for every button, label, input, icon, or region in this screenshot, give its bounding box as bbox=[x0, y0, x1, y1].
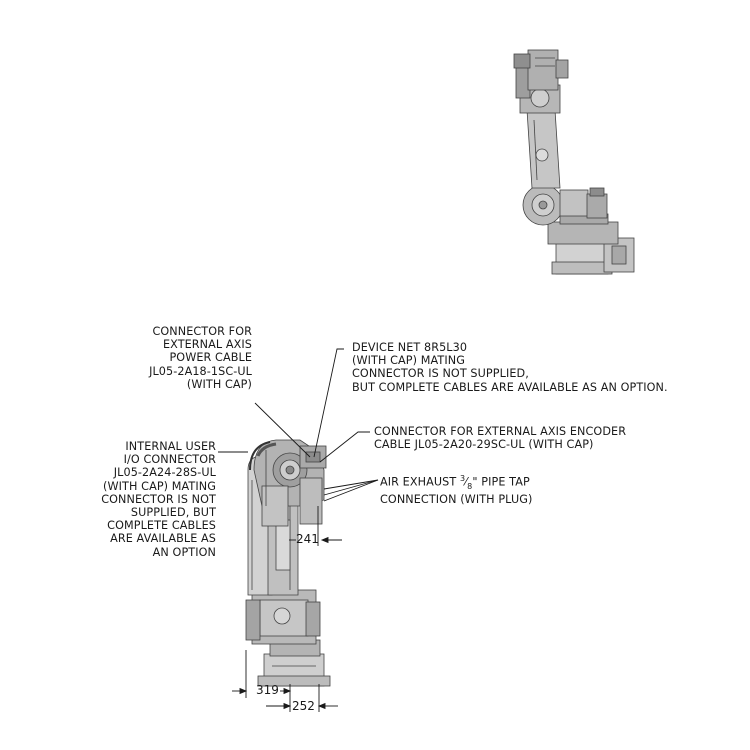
air-exhaust-prefix: AIR EXHAUST bbox=[380, 475, 460, 489]
air-exhaust-fraction-numerator: 3 bbox=[459, 474, 466, 483]
robot-small-side-view bbox=[513, 49, 635, 275]
callout-external-axis-encoder: CONNECTOR FOR EXTERNAL AXIS ENCODER CABL… bbox=[374, 425, 627, 452]
callout-external-axis-power-cable: CONNECTOR FOR EXTERNAL AXIS POWER CABLE … bbox=[149, 325, 252, 391]
air-exhaust-suffix: " PIPE TAP bbox=[472, 475, 530, 489]
dimension-241: 241 bbox=[296, 532, 319, 546]
callout-device-net-connector: DEVICE NET 8R5L30 (WITH CAP) MATING CONN… bbox=[352, 341, 668, 394]
robot-main-front-view bbox=[245, 439, 331, 687]
leader-lines bbox=[218, 348, 379, 502]
air-exhaust-line2: CONNECTION (WITH PLUG) bbox=[380, 493, 533, 507]
dimension-lines bbox=[232, 506, 342, 712]
callout-internal-user-io-connector: INTERNAL USER I/O CONNECTOR JL05-2A24-28… bbox=[101, 440, 216, 559]
dimension-319: 319 bbox=[256, 683, 279, 697]
air-exhaust-fraction-denominator: 8 bbox=[467, 481, 473, 491]
dimension-252: 252 bbox=[292, 699, 315, 713]
